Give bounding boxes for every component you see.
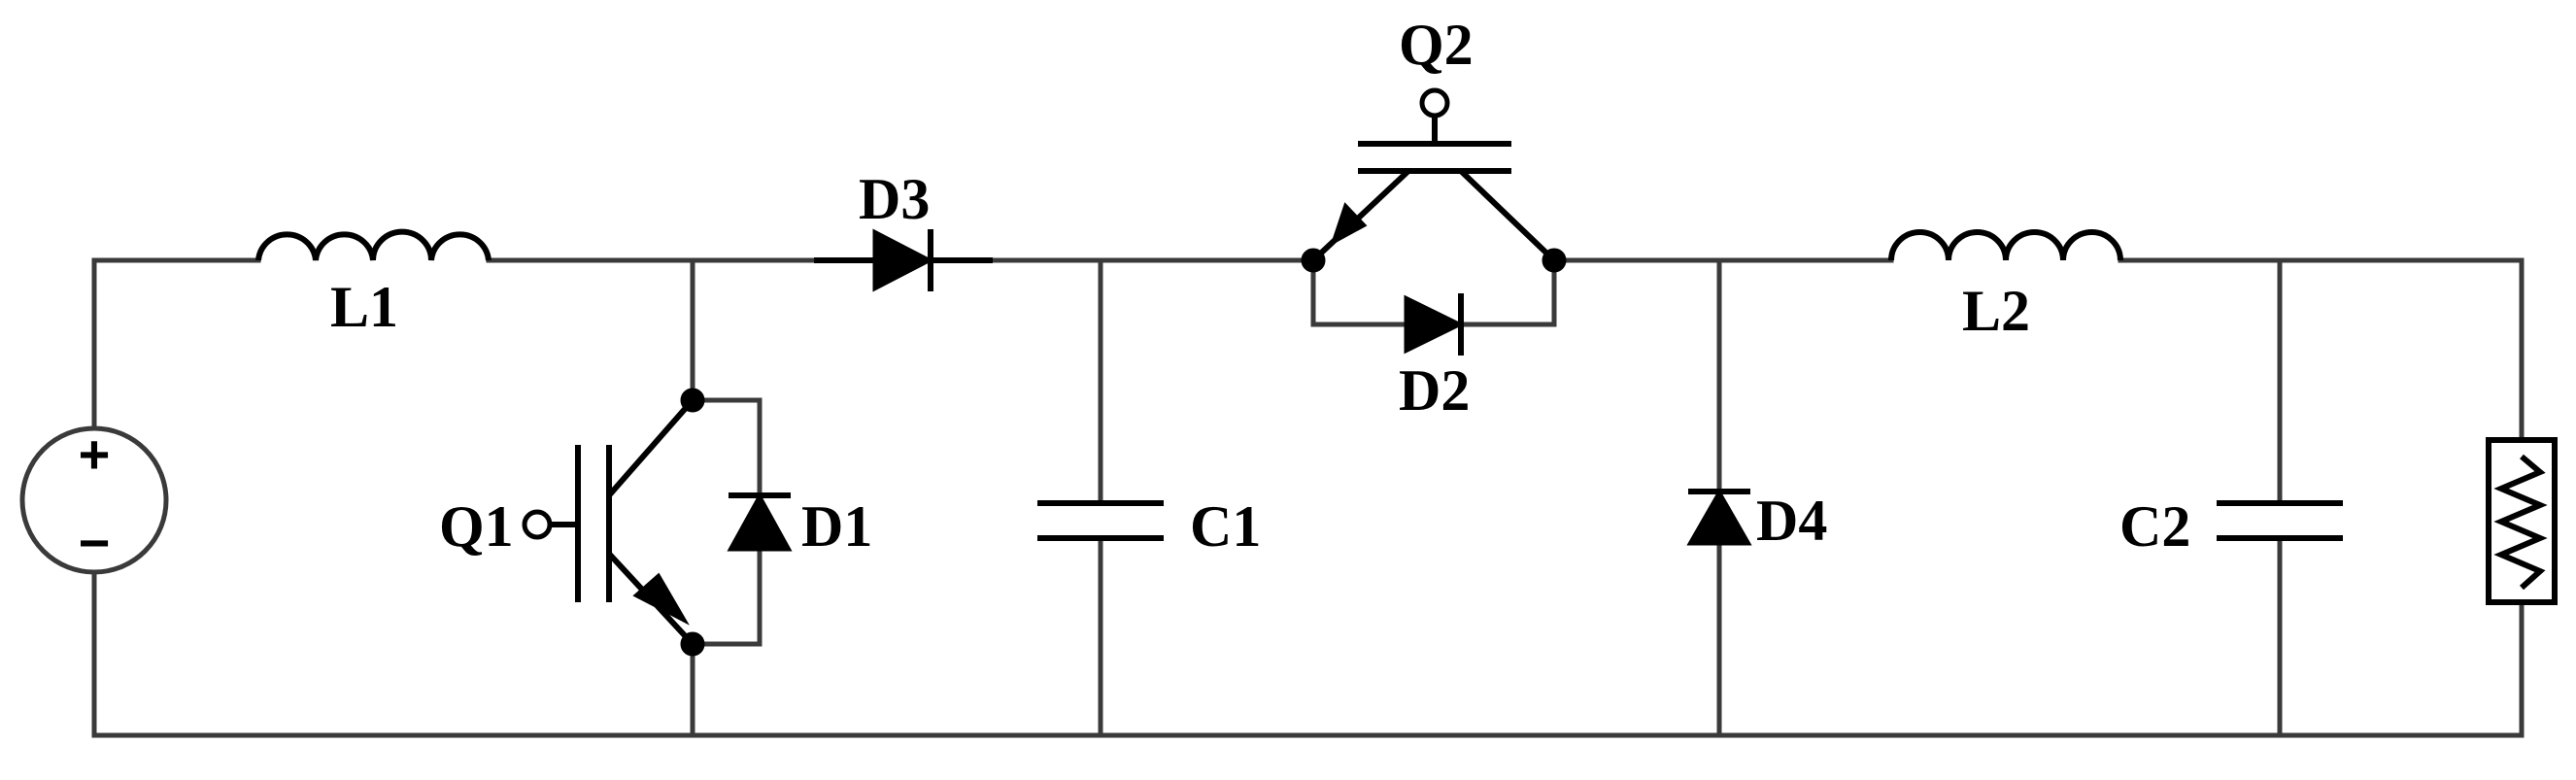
label-l1: L1 xyxy=(330,275,398,339)
label-q1: Q1 xyxy=(439,494,514,559)
label-c2: C2 xyxy=(2119,494,2190,559)
capacitor-c1 xyxy=(1037,500,1164,541)
junction-dots xyxy=(680,248,1567,657)
label-d2: D2 xyxy=(1399,358,1470,423)
label-c1: C1 xyxy=(1190,494,1261,559)
label-l2: L2 xyxy=(1962,279,2030,343)
igbt-q2 xyxy=(1310,87,1557,263)
source-plus-sign: + xyxy=(79,424,111,485)
label-d1: D1 xyxy=(801,494,872,559)
diode-d1 xyxy=(727,492,793,552)
label-d3: D3 xyxy=(859,167,930,231)
diode-d2 xyxy=(1404,293,1465,356)
diode-d3 xyxy=(814,228,993,292)
load-resistor xyxy=(2486,437,2558,605)
capacitor-c2 xyxy=(2217,500,2343,541)
diode-d4 xyxy=(1686,488,1752,546)
voltage-source: + − xyxy=(19,424,169,575)
label-d4: D4 xyxy=(1756,489,1827,553)
inductor-l2 xyxy=(1888,229,2123,261)
source-minus-sign: − xyxy=(79,512,111,573)
label-q2: Q2 xyxy=(1399,13,1474,77)
inductor-l1 xyxy=(255,228,491,261)
igbt-q1 xyxy=(522,398,695,647)
